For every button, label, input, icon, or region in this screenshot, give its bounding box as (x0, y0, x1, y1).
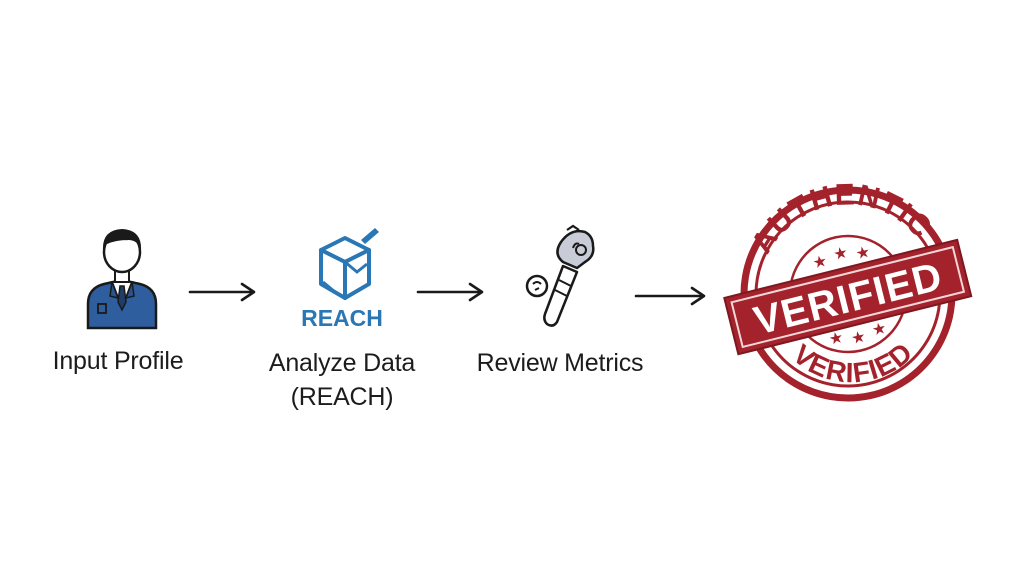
step-label-analyze-data-line1: Analyze Data (268, 349, 416, 377)
svg-text:★: ★ (832, 244, 850, 264)
arrow-right-icon (634, 286, 706, 306)
step-label-review-metrics: Review Metrics (476, 349, 644, 377)
user-profile-icon (86, 229, 158, 330)
svg-text:★: ★ (854, 244, 872, 264)
step-analyze-data: REACH Analyze Data (REACH) (269, 222, 415, 411)
svg-text:★: ★ (850, 328, 868, 348)
reach-data-box-icon: REACH (301, 228, 383, 330)
authentic-verified-stamp: AUTHENTIC VERIFIED ★ ★ ★ ★ ★ ★ VERIFIED (723, 178, 973, 402)
arrow-right-icon (416, 282, 484, 302)
stamp-stars: ★ ★ ★ ★ ★ ★ (811, 244, 888, 349)
svg-text:★: ★ (811, 253, 829, 273)
reach-logo-text: REACH (301, 305, 383, 330)
step-label-input-profile: Input Profile (52, 347, 184, 375)
step-input-profile: Input Profile (53, 218, 184, 375)
magnifier-review-icon (525, 224, 595, 327)
step-review-metrics: Review Metrics (477, 222, 644, 377)
arrow-right-icon (188, 282, 256, 302)
svg-text:★: ★ (827, 329, 845, 349)
svg-text:★: ★ (871, 320, 889, 340)
step-label-analyze-data: Analyze Data (REACH) (252, 346, 432, 414)
step-label-analyze-data-line2: (REACH) (290, 383, 394, 411)
